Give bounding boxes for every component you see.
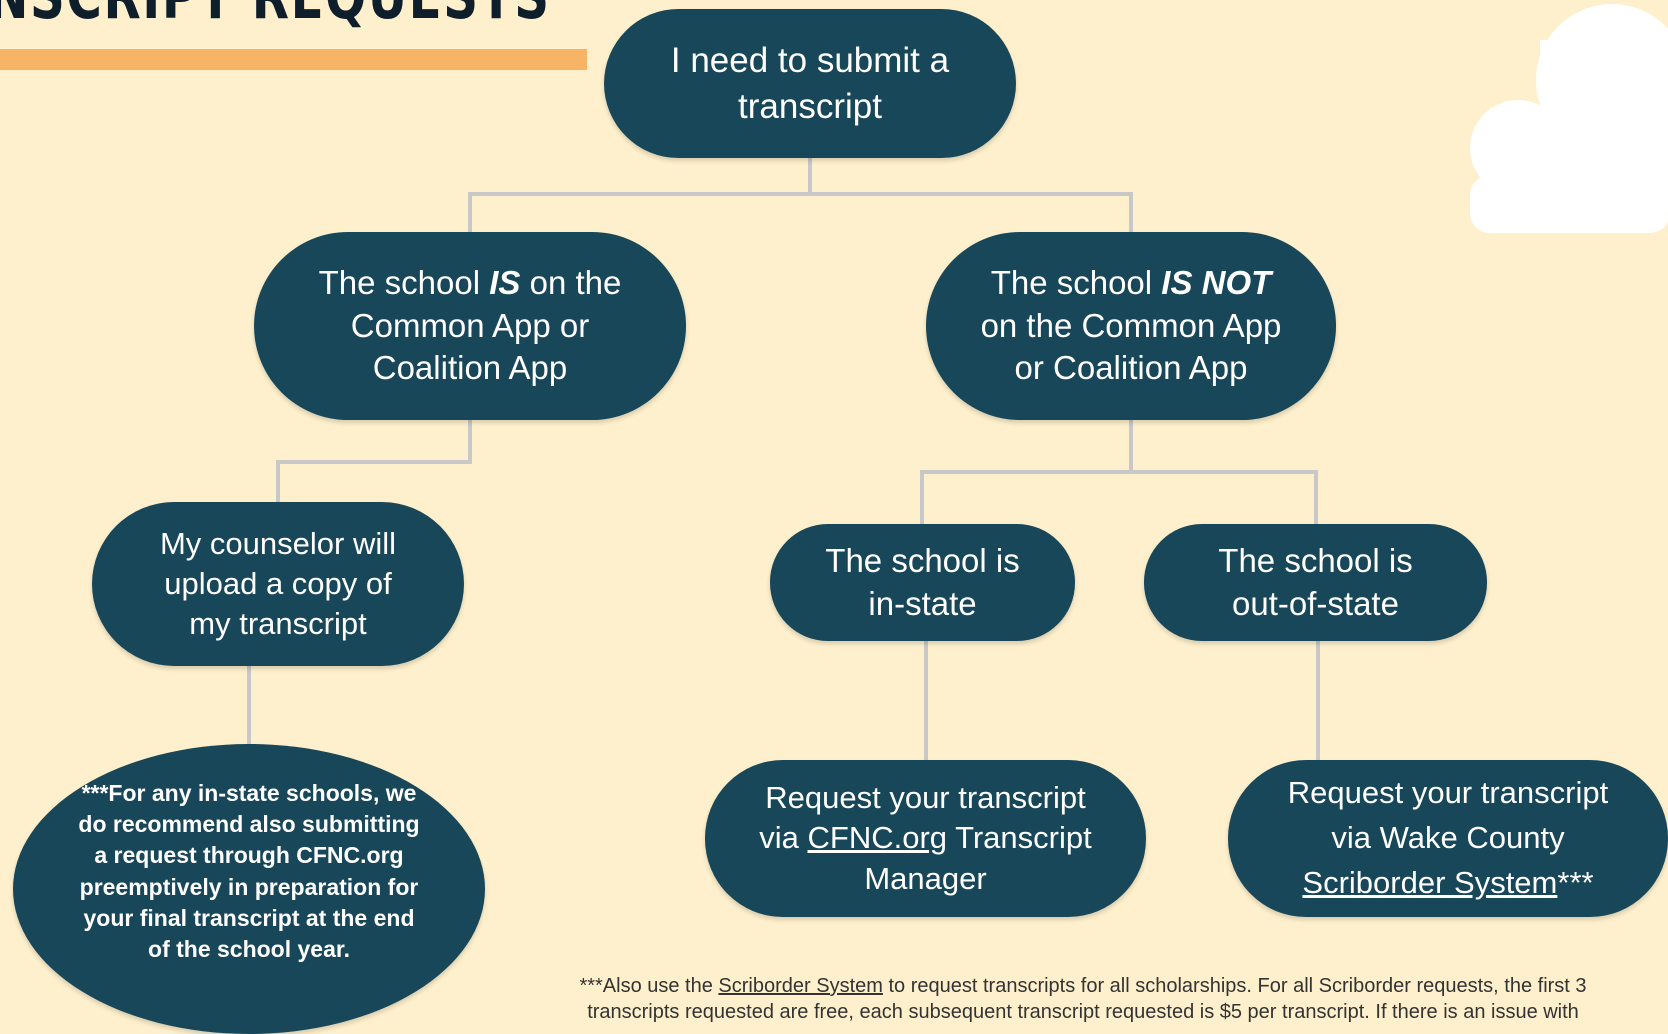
node-request-cfnc-label: Request your transcript via CFNC.org Tra… (759, 780, 1092, 896)
page-title: NSCRIPT REQUESTS (0, 0, 551, 28)
cfnc-link[interactable]: CFNC.org (807, 820, 948, 856)
footnote: ***Also use the Scriborder System to req… (483, 973, 1668, 1025)
node-request-wake-label: Request your transcript via Wake County … (1287, 775, 1609, 900)
node-need-transcript: I need to submit a transcript (604, 9, 1016, 158)
node-counselor-upload: My counselor will upload a copy of my tr… (92, 502, 464, 666)
connector-on-app-counselor (276, 420, 472, 502)
node-in-state-label: The school is in-state (825, 541, 1020, 622)
footnote-scriborder-link[interactable]: Scriborder System (718, 975, 883, 997)
connector-root-right (810, 192, 1133, 232)
node-in-state: The school is in-state (770, 524, 1075, 641)
node-out-of-state: The school is out-of-state (1144, 524, 1487, 641)
connector-not-on-app-in-state (920, 420, 1133, 524)
node-out-of-state-label: The school is out-of-state (1218, 541, 1413, 622)
node-school-on-app: The school IS on the Common App or Coali… (254, 232, 686, 420)
node-need-transcript-label: I need to submit a transcript (670, 41, 950, 126)
connector-not-on-app-out-of-state (1131, 470, 1318, 524)
scriborder-link[interactable]: Scriborder System (1302, 864, 1558, 900)
node-cfnc-note-label: ***For any in-state schools, we do recom… (78, 780, 420, 962)
node-counselor-upload-label: My counselor will upload a copy of my tr… (159, 525, 396, 642)
node-school-on-app-label: The school IS on the Common App or Coali… (318, 263, 622, 387)
connector-root-branches (468, 158, 812, 232)
node-cfnc-note: ***For any in-state schools, we do recom… (13, 744, 485, 1034)
node-school-not-on-app-label: The school IS NOT on the Common App or C… (980, 263, 1282, 387)
footnote-line-2: transcripts requested are free, each sub… (587, 1001, 1579, 1023)
node-request-cfnc: Request your transcript via CFNC.org Tra… (705, 760, 1146, 917)
node-school-not-on-app: The school IS NOT on the Common App or C… (926, 232, 1336, 420)
node-request-wake: Request your transcript via Wake County … (1228, 760, 1668, 917)
title-underline (0, 49, 587, 70)
